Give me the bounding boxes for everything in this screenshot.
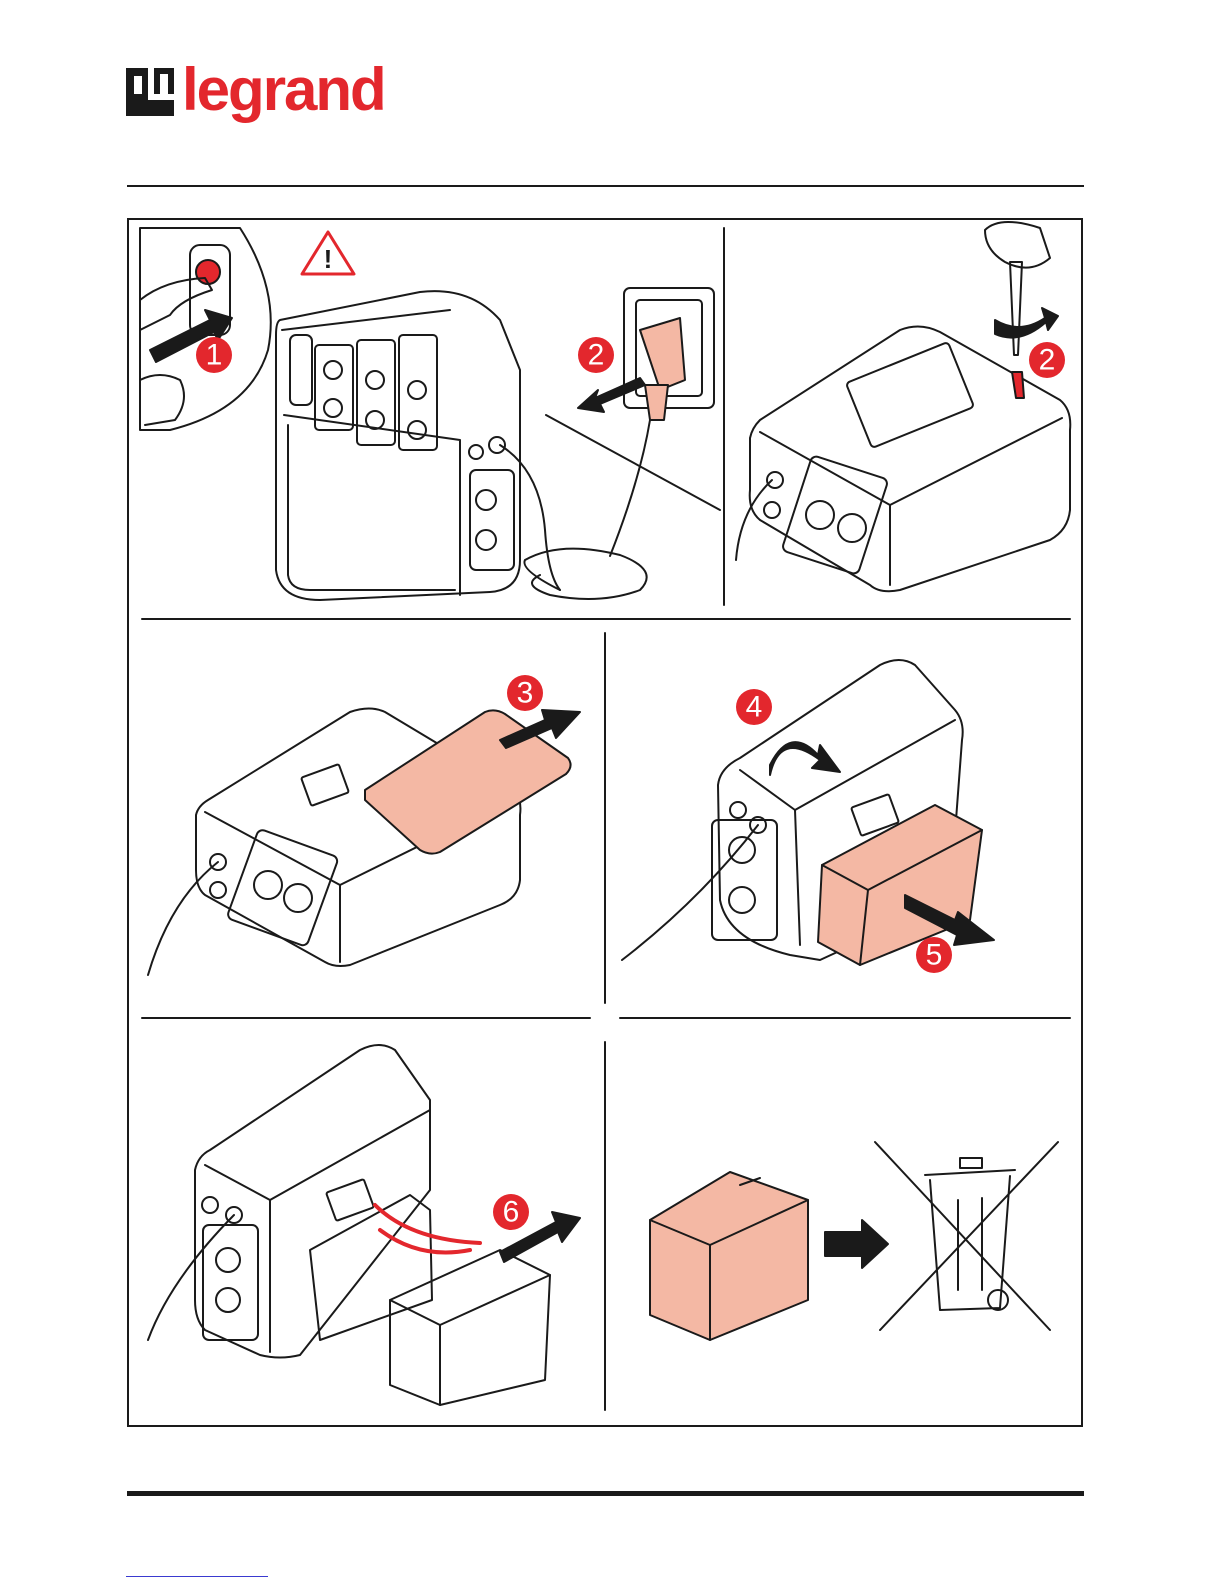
footer-link-underline[interactable] <box>126 1576 268 1577</box>
old-battery-icon <box>650 1172 808 1340</box>
step-number: 1 <box>206 339 223 372</box>
panel-remove-cover <box>148 709 580 976</box>
rotate-arrow-icon <box>995 308 1058 338</box>
step-number: 2 <box>1039 344 1056 377</box>
plug-icon <box>640 318 685 390</box>
tilt-arrow-icon <box>770 742 840 775</box>
step-badge-1: 1 <box>196 337 232 373</box>
step-badge-5: 5 <box>916 937 952 973</box>
step-number: 2 <box>588 339 605 372</box>
crossed-out-wheelie-bin-icon <box>875 1142 1058 1330</box>
hand-icon <box>985 222 1050 268</box>
step-badge-4: 4 <box>736 689 772 725</box>
step-badge-3: 3 <box>507 675 543 711</box>
step-badge-2: 2 <box>578 337 614 373</box>
panel-unscrew <box>736 222 1070 591</box>
panel-recycle-battery <box>650 1142 1058 1340</box>
step-number: 3 <box>517 677 534 710</box>
panel-unplug-ups <box>140 228 720 600</box>
dispose-arrow-icon <box>825 1220 888 1268</box>
pull-arrow-icon <box>578 378 645 412</box>
ups-body-top-view <box>750 326 1071 591</box>
step-number: 6 <box>503 1196 520 1229</box>
screw-icon <box>1012 372 1024 398</box>
step-badge-6: 6 <box>493 1194 529 1230</box>
step-badge-2b: 2 <box>1029 342 1065 378</box>
step-number: 4 <box>746 691 763 724</box>
power-button-icon <box>196 260 220 284</box>
warning-glyph: ! <box>324 244 333 274</box>
panel-remove-battery <box>622 660 994 965</box>
step-number: 5 <box>926 939 943 972</box>
footer-rule <box>127 1491 1084 1496</box>
